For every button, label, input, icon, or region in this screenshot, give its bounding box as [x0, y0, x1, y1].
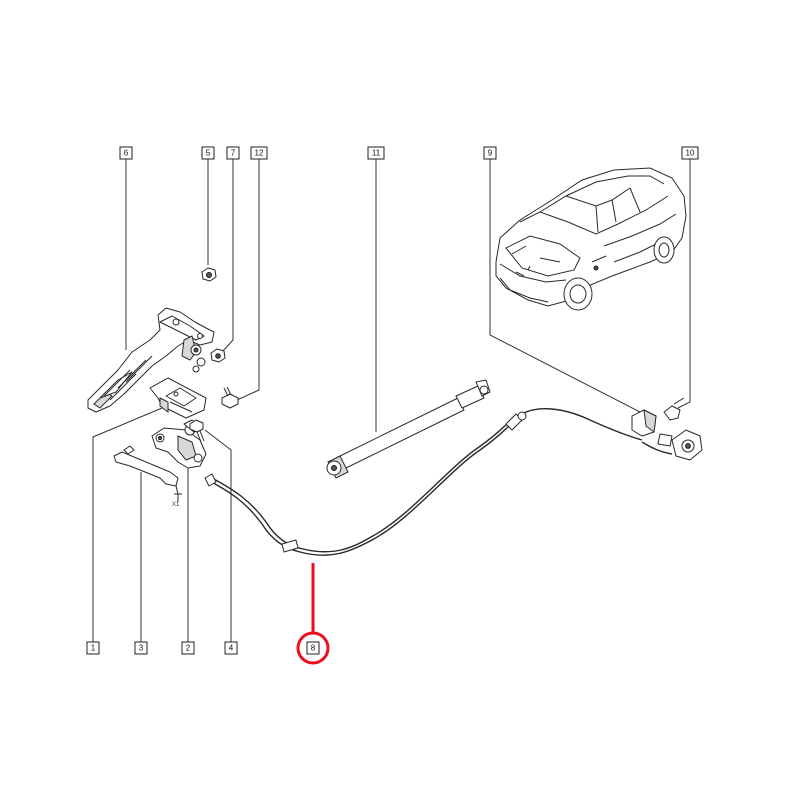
highlight-circle-8: [296, 631, 330, 665]
part-5-nut: [201, 267, 217, 282]
callout-9-label: 9: [488, 149, 493, 158]
part-6-pedal-bracket: [87, 307, 215, 413]
axis-mark-label: X1: [172, 502, 180, 508]
callout-2-label: 2: [186, 644, 191, 653]
callout-8-label: 8: [311, 644, 316, 653]
callout-1: 1: [86, 641, 100, 655]
callout-12-label: 12: [255, 149, 264, 158]
part-1-support-plate: [149, 377, 207, 419]
part-12-bolt: [221, 386, 239, 409]
callout-5-label: 5: [206, 149, 211, 158]
callout-8[interactable]: 8: [296, 631, 330, 665]
callout-11-label: 11: [372, 149, 381, 158]
callout-3-label: 3: [139, 644, 144, 653]
callout-10: 10: [681, 146, 699, 160]
callout-5: 5: [201, 146, 215, 160]
callout-12: 12: [250, 146, 268, 160]
part-9-handle: [631, 409, 657, 437]
leader-lines: [92, 159, 691, 642]
car-illustration: [495, 167, 687, 311]
callout-4: 4: [224, 641, 238, 655]
callout-4-label: 4: [229, 644, 234, 653]
callout-10-label: 10: [686, 149, 695, 158]
part-2-catch-mechanism: [151, 419, 207, 469]
callout-6-label: 6: [124, 149, 129, 158]
callout-6: 6: [119, 146, 133, 160]
callout-2: 2: [181, 641, 195, 655]
part-4-screw: [189, 419, 205, 443]
part-10-knob-and-screw: [657, 397, 703, 461]
callout-7: 7: [226, 146, 240, 160]
part-7-nut: [210, 348, 226, 363]
callout-3: 3: [134, 641, 148, 655]
part-3-bracket: [113, 445, 182, 502]
callout-11: 11: [367, 146, 385, 160]
part-8-release-cable: [204, 408, 673, 556]
callout-9: 9: [483, 146, 497, 160]
part-11-gas-strut: [326, 379, 491, 479]
callout-1-label: 1: [91, 644, 96, 653]
callout-7-label: 7: [231, 149, 236, 158]
